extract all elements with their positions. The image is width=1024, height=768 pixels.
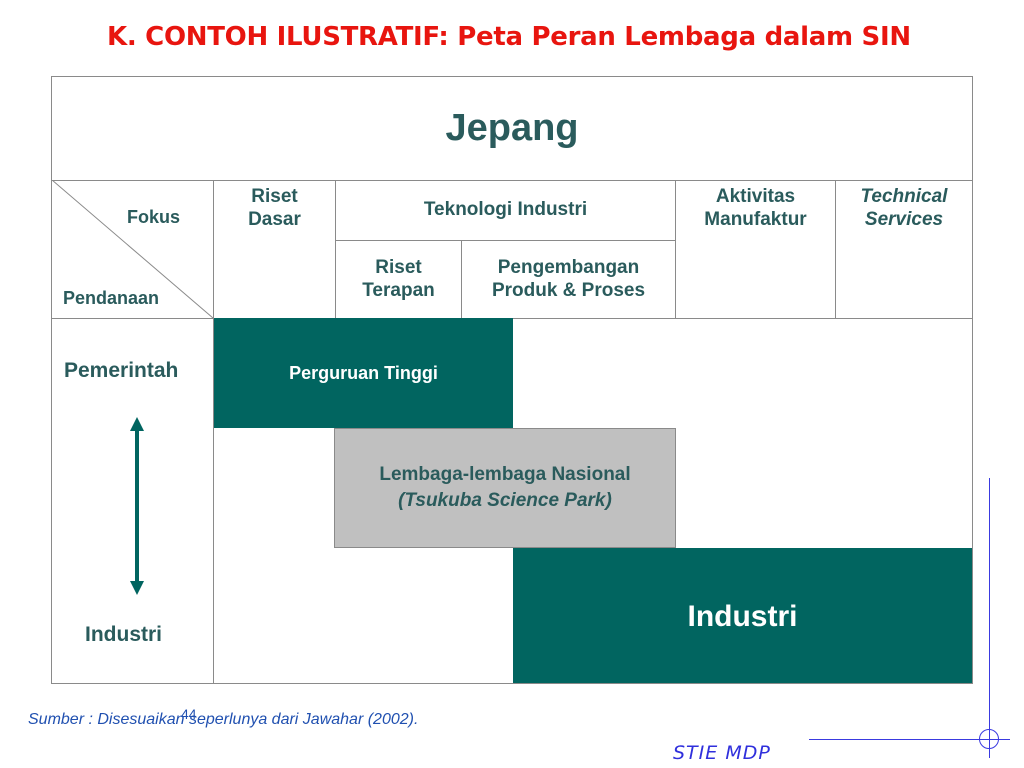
block-industri: Industri <box>513 548 972 683</box>
role-map-diagram: Jepang Fokus Pendanaan Riset Dasar Tekno… <box>51 76 973 684</box>
header-riset-dasar: Riset Dasar <box>248 186 301 230</box>
footer-brand: STIE MDP <box>673 742 771 764</box>
column-divider-4 <box>835 180 836 318</box>
column-divider-3 <box>675 180 676 318</box>
header-pengembangan: Pengembangan Produk & Proses <box>491 256 646 301</box>
decor-circle-icon <box>979 729 999 749</box>
page-number: 44 <box>181 706 197 722</box>
block-industri-label: Industri <box>687 600 798 633</box>
source-note: Sumber : Disesuaikan seperlunya dari Jaw… <box>28 711 419 728</box>
column-divider-1 <box>335 180 336 318</box>
row-label-pemerintah: Pemerintah <box>64 359 179 382</box>
header-technical-services: Technical Services <box>860 186 948 230</box>
slide-title: K. CONTOH ILUSTRATIF: Peta Peran Lembaga… <box>107 22 911 52</box>
focus-label: Fokus <box>127 207 181 227</box>
block-lembaga-nasional-sub: (Tsukuba Science Park) <box>398 490 612 511</box>
country-header: Jepang <box>445 107 579 149</box>
block-lembaga-nasional-label: Lembaga-lembaga Nasional <box>379 464 631 485</box>
header-teknologi-industri: Teknologi Industri <box>423 199 588 221</box>
corner-diagonal <box>52 180 214 318</box>
header-riset-terapan: Riset Terapan <box>362 256 435 301</box>
double-arrow-icon <box>130 417 144 595</box>
label-column-divider <box>213 180 214 683</box>
header-divider <box>52 180 972 181</box>
decor-horizontal-line <box>809 739 1010 740</box>
tech-industry-divider <box>335 240 675 241</box>
block-lembaga-nasional: Lembaga-lembaga Nasional (Tsukuba Scienc… <box>334 428 676 548</box>
column-divider-2 <box>461 240 462 318</box>
row-label-industri: Industri <box>85 623 162 646</box>
decor-vertical-line <box>989 478 990 758</box>
block-perguruan-tinggi: Perguruan Tinggi <box>214 318 513 428</box>
block-perguruan-tinggi-label: Perguruan Tinggi <box>289 362 438 383</box>
funding-label: Pendanaan <box>63 288 160 308</box>
header-aktivitas-manufaktur: Aktivitas Manufaktur <box>704 186 807 230</box>
